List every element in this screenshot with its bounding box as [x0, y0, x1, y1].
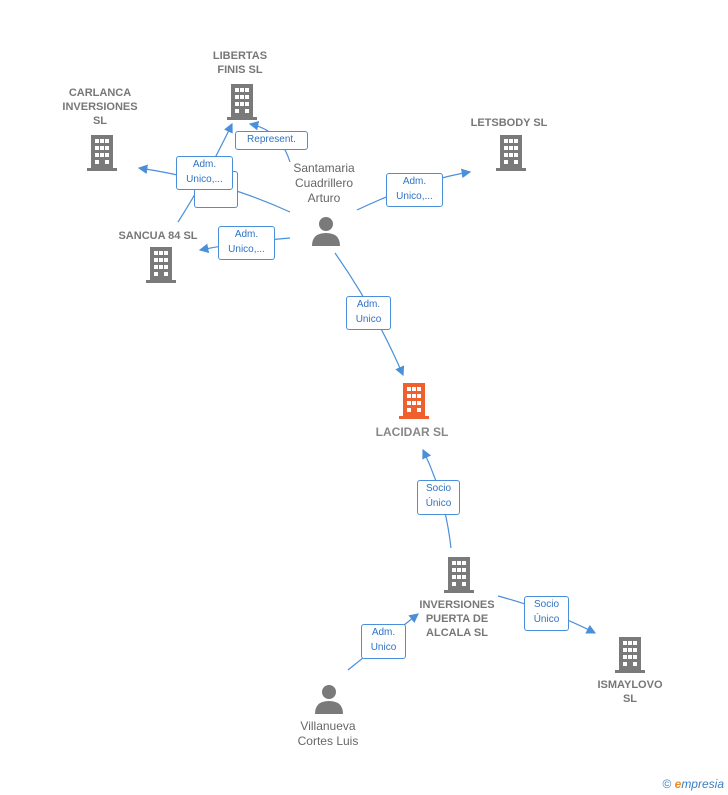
edge-label-adm-lacidar[interactable]: Adm. Unico — [346, 296, 391, 330]
empresia-logo: © empresia — [662, 777, 724, 791]
company-label-letsbody[interactable]: LETSBODY SL — [470, 117, 548, 129]
company-label-carlanca[interactable]: CARLANCA INVERSIONES SL — [62, 87, 138, 127]
person-label-santamaria[interactable]: Santamaria Cuadrillero Arturo — [293, 161, 355, 205]
copyright-symbol: © — [662, 777, 672, 791]
company-label-sancua[interactable]: SANCUA 84 SL — [118, 230, 198, 242]
company-label-lacidar[interactable]: LACIDAR SL — [375, 425, 449, 439]
edge-label-socio-ismaylovo[interactable]: Socio Único — [524, 596, 569, 631]
person-label-villanueva[interactable]: Villanueva Cortes Luis — [297, 719, 359, 748]
edge-label-adm-letsbody[interactable]: Adm. Unico,... — [386, 173, 443, 207]
building-icon-inversiones[interactable] — [444, 557, 474, 593]
company-label-ismaylovo[interactable]: ISMAYLOVO SL — [597, 679, 663, 705]
building-icon-ismaylovo[interactable] — [615, 637, 645, 673]
company-label-libertas[interactable]: LIBERTAS FINIS SL — [212, 50, 268, 76]
edge-label-adm-inversiones[interactable]: Adm. Unico — [361, 624, 406, 659]
company-label-inversiones[interactable]: INVERSIONES PUERTA DE ALCALA SL — [419, 599, 495, 639]
brand-name: mpresia — [681, 777, 724, 791]
brand-initial: e — [674, 777, 682, 791]
edge-label-socio-lacidar[interactable]: Socio Único — [417, 480, 460, 515]
person-icon-villanueva[interactable] — [314, 684, 344, 714]
edge-label-adm-carlanca[interactable]: Adm. Unico,... — [176, 156, 233, 190]
edge-label-adm-sancua[interactable]: Adm. Unico,... — [218, 226, 275, 260]
person-icon-santamaria[interactable] — [311, 216, 341, 246]
building-icon-libertas[interactable] — [227, 84, 257, 120]
building-icon-lacidar[interactable] — [399, 383, 429, 419]
building-icon-letsbody[interactable] — [496, 135, 526, 171]
building-icon-carlanca[interactable] — [87, 135, 117, 171]
building-icon-sancua[interactable] — [146, 247, 176, 283]
edge-label-represent[interactable]: Represent. — [235, 131, 308, 150]
